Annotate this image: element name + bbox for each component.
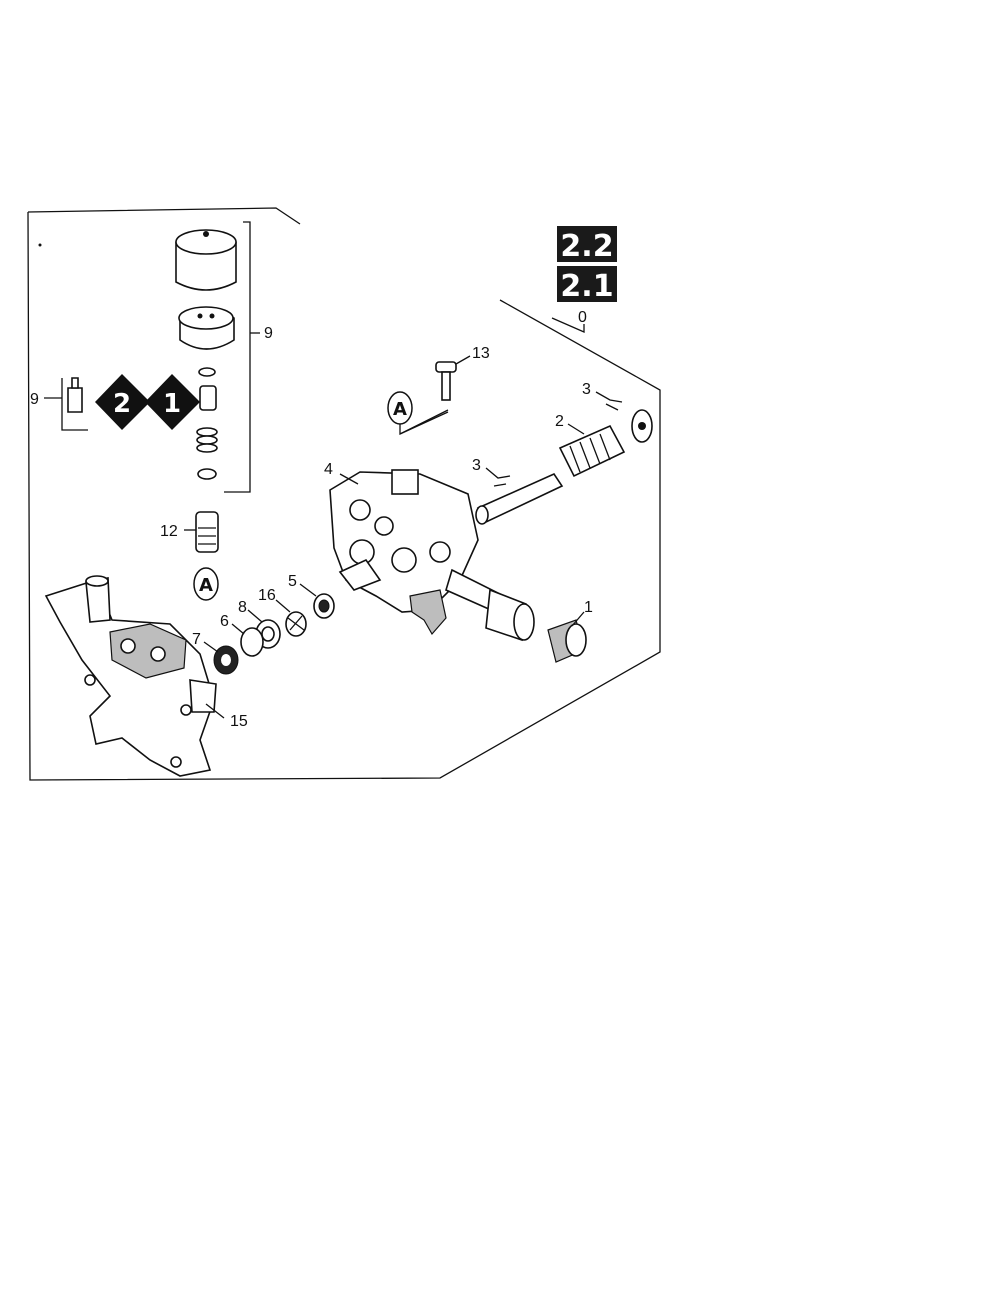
step-arrow-2: 2 xyxy=(95,374,150,430)
callout-8: 8 xyxy=(238,599,247,616)
badge-2-1: 2.1 xyxy=(557,266,617,304)
seal-right xyxy=(631,409,653,443)
callout-16: 16 xyxy=(258,587,276,604)
ring-5 xyxy=(313,593,335,619)
leader-6 xyxy=(231,623,245,635)
leader-3-right xyxy=(595,391,623,411)
leader-7 xyxy=(203,641,219,653)
o-ring-lower xyxy=(197,468,217,480)
callout-9-side: 9 xyxy=(30,391,39,408)
side-valve-inset xyxy=(61,377,88,431)
leader-5 xyxy=(299,583,317,597)
callout-1: 1 xyxy=(584,599,593,616)
reference-marker-a-left: A xyxy=(193,567,219,601)
callout-5: 5 xyxy=(288,573,297,590)
svg-text:2.1: 2.1 xyxy=(560,269,613,304)
callout-4: 4 xyxy=(324,461,333,478)
valve-group-bracket xyxy=(224,221,251,493)
diagram-frame xyxy=(27,207,661,781)
o-ring-upper xyxy=(198,367,216,377)
callout-3-piston: 3 xyxy=(472,457,481,474)
pump-outlet-sleeve xyxy=(485,588,535,642)
svg-text:1: 1 xyxy=(163,389,181,419)
leader-13 xyxy=(455,355,471,365)
leader-0 xyxy=(551,317,585,333)
screw-13 xyxy=(435,361,457,401)
svg-text:A: A xyxy=(199,575,213,596)
svg-text:A: A xyxy=(393,399,407,420)
leader-16 xyxy=(275,599,291,613)
leader-8 xyxy=(247,609,263,623)
callout-3-right: 3 xyxy=(582,381,591,398)
pump-head xyxy=(329,469,505,636)
valve-spring xyxy=(196,427,218,453)
reference-marker-a-right: A xyxy=(387,391,413,425)
callout-12: 12 xyxy=(160,523,178,540)
frame-dot xyxy=(38,243,42,247)
leader-1 xyxy=(571,611,585,627)
manifold xyxy=(44,575,217,777)
valve-insert xyxy=(199,385,217,411)
callout-6: 6 xyxy=(220,613,229,630)
callout-2: 2 xyxy=(555,413,564,430)
callout-15: 15 xyxy=(230,713,248,730)
leader-2 xyxy=(567,423,585,435)
leader-3-piston xyxy=(485,467,511,487)
filter xyxy=(547,619,587,663)
valve-housing xyxy=(178,306,235,350)
main-spring xyxy=(558,424,626,478)
step-arrow-1: 1 xyxy=(145,374,200,430)
valve-12 xyxy=(195,511,219,553)
ring-16 xyxy=(285,611,307,637)
callout-0: 0 xyxy=(578,309,587,326)
leader-assembly-line xyxy=(399,411,449,435)
leader-4 xyxy=(339,473,359,485)
svg-text:2.2: 2.2 xyxy=(560,229,613,264)
callout-13: 13 xyxy=(472,345,490,362)
callout-7: 7 xyxy=(192,631,201,648)
piston xyxy=(475,472,564,525)
ring-7 xyxy=(213,645,239,675)
callout-9-group: 9 xyxy=(264,325,273,342)
ring-6 xyxy=(240,627,264,657)
valve-cap xyxy=(175,229,237,291)
badge-2-2: 2.2 xyxy=(557,226,617,264)
svg-text:2: 2 xyxy=(113,389,131,419)
leader-15 xyxy=(205,703,225,719)
